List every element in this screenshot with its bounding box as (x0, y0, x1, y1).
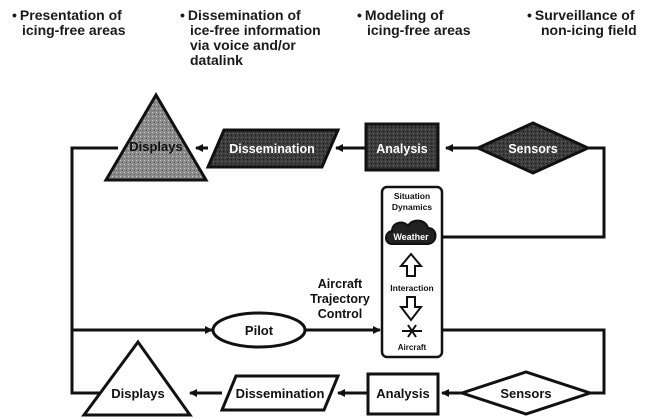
control-line-1: Aircraft (318, 277, 363, 291)
situation-dynamics-box: Situation Dynamics Weather Interaction A… (380, 185, 444, 359)
sensors-node-bottom: Sensors (457, 370, 595, 416)
bullet-line: Surveillance of (534, 7, 635, 23)
analysis-label-bottom: Analysis (376, 386, 429, 401)
dissemination-node-top: Dissemination (205, 128, 341, 169)
analysis-node-top: Analysis (364, 122, 440, 172)
displays-node-top: Displays (103, 92, 209, 182)
bullet-line: icing-free areas (22, 22, 126, 38)
analysis-label-top: Analysis (376, 142, 427, 156)
aircraft-icon (402, 324, 422, 338)
bullet-marker: • (180, 7, 185, 23)
bullet-line: ice-free information (190, 22, 321, 38)
connector-displays-to-pilot (70, 146, 213, 334)
bullet-marker: • (357, 7, 362, 23)
dissemination-label-top: Dissemination (229, 142, 314, 156)
connector-sensors-to-weather (442, 146, 606, 239)
triangle-shape (81, 339, 193, 417)
arrow-down-icon (398, 296, 424, 322)
trajectory-control-label: Aircraft Trajectory Control (310, 277, 370, 321)
control-line-3: Control (318, 307, 362, 321)
bullet-line: datalink (190, 52, 243, 68)
bullet-presentation: •Presentation of icing-free areas (12, 8, 126, 38)
aircraft-label: Aircraft (398, 343, 427, 352)
triangle-shape (103, 92, 209, 182)
ellipse-shape (211, 311, 307, 349)
interaction-label: Interaction (390, 283, 433, 293)
bullet-marker: • (527, 7, 532, 23)
bullet-line: Presentation of (19, 7, 122, 23)
bullet-modeling: •Modeling of icing-free areas (357, 8, 471, 38)
displays-label-top: Displays (129, 139, 182, 154)
parallelogram-shape (205, 128, 341, 169)
weather-cloud-icon (385, 219, 437, 245)
sensors-node-top: Sensors (474, 121, 592, 175)
bullet-line: Dissemination of (187, 7, 301, 23)
arrow-up-icon (398, 252, 424, 277)
connector-displays-bottom-up (70, 330, 100, 395)
dissemination-node-bottom: Dissemination (219, 374, 341, 412)
parallelogram-shape (219, 374, 341, 412)
displays-node-bottom: Displays (81, 339, 193, 417)
bullet-line: non-icing field (541, 22, 637, 38)
connector-aircraft-to-sensors (442, 328, 606, 395)
pilot-node: Pilot (211, 311, 307, 349)
analysis-node-bottom: Analysis (366, 372, 440, 416)
sensors-label-top: Sensors (508, 142, 557, 156)
dissemination-label-bottom: Dissemination (236, 386, 325, 401)
bullet-line: via voice and/or (190, 37, 296, 53)
bullet-line: Modeling of (364, 7, 444, 23)
rect-shape (366, 372, 440, 416)
situation-title: Situation (394, 191, 430, 201)
diamond-shape (474, 121, 592, 175)
bullet-line: icing-free areas (367, 22, 471, 38)
bullet-marker: • (12, 7, 17, 23)
bullet-dissemination: •Dissemination of ice-free information v… (180, 8, 321, 68)
diamond-shape (457, 370, 595, 416)
situation-subtitle: Dynamics (392, 202, 432, 212)
bullet-surveillance: •Surveillance of non-icing field (527, 8, 637, 38)
sensors-label-bottom: Sensors (500, 386, 551, 401)
pilot-label: Pilot (245, 323, 274, 338)
rect-shape (364, 122, 440, 172)
control-line-2: Trajectory (310, 292, 370, 306)
weather-label: Weather (393, 232, 429, 242)
displays-label-bottom: Displays (111, 386, 164, 401)
